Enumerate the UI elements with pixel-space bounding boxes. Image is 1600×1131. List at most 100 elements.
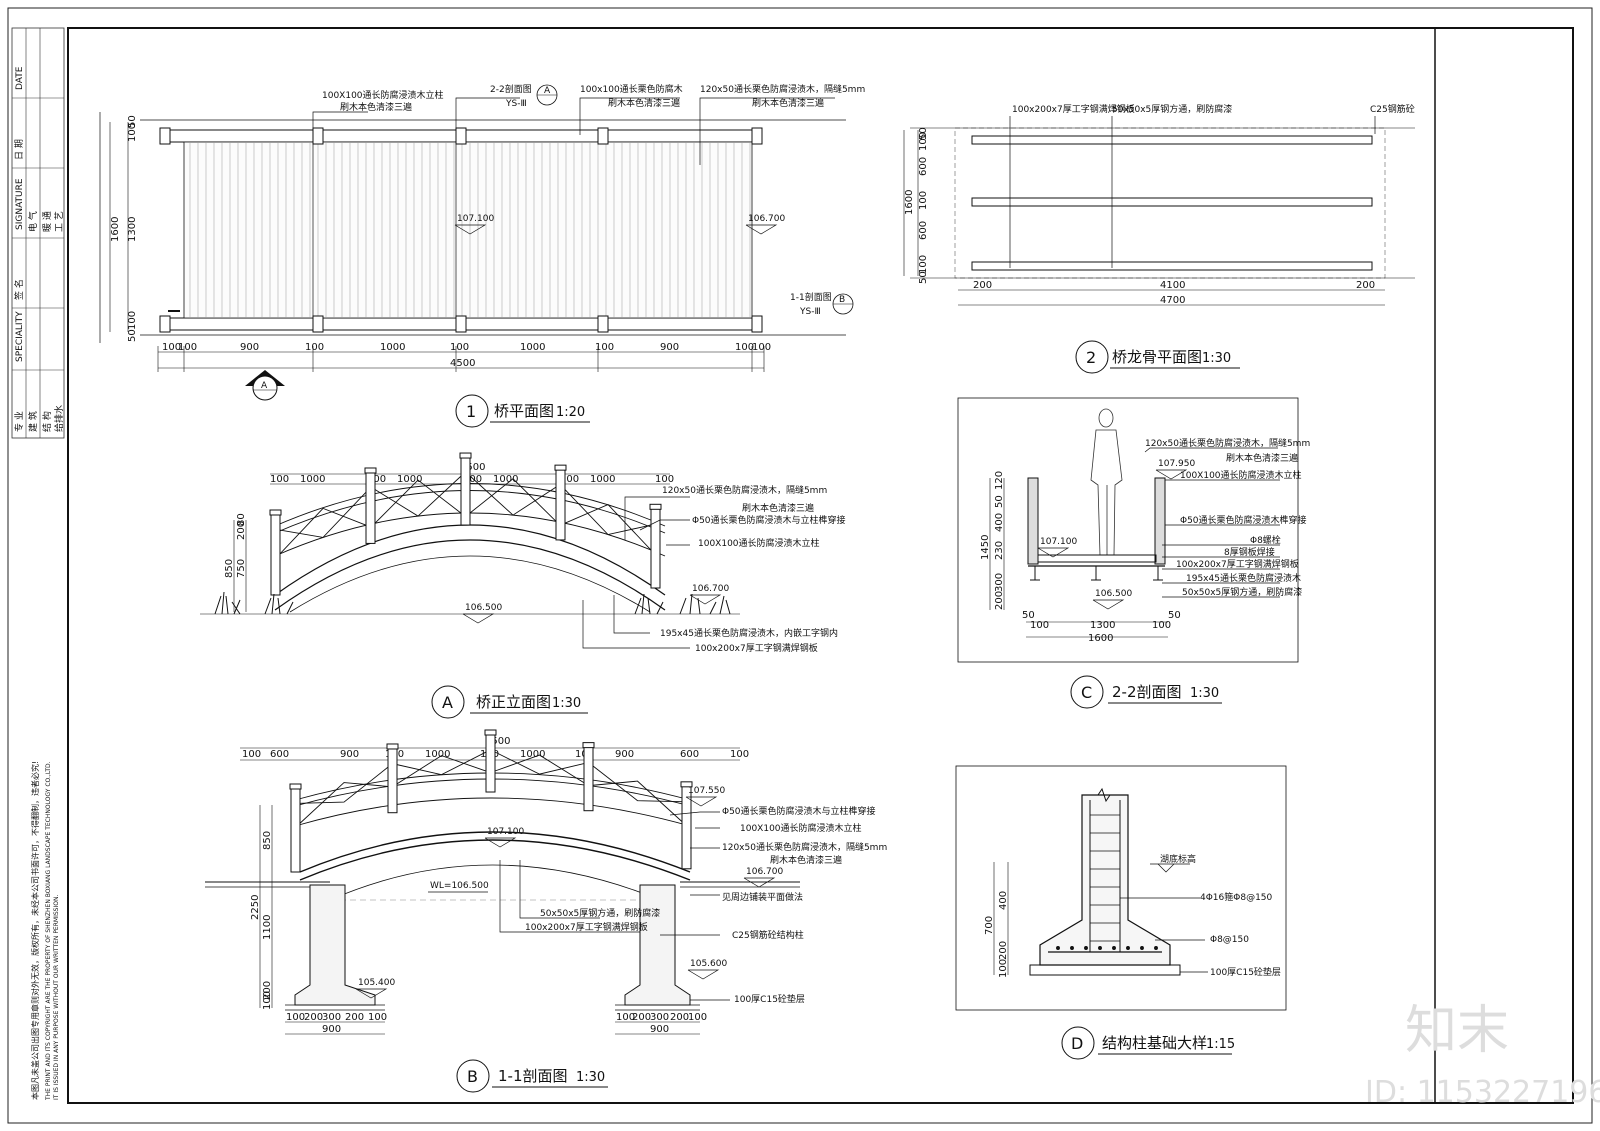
secB-dim-b3: 200: [345, 1012, 364, 1023]
secB-note-column: C25钢筋砼结构柱: [732, 929, 804, 941]
secC-dim-l4: 300: [994, 573, 1005, 592]
secB-note-ibeam: 100x200x7厚工字钢满焊钢板: [525, 921, 648, 933]
secC-note-plate: 8厚钢板焊接: [1224, 546, 1275, 558]
secB-dim-l3: 200: [262, 981, 273, 1000]
secB-dim-t1: 600: [270, 749, 289, 760]
plan2-dim-b2: 200: [1356, 280, 1375, 291]
secB-scale: 1:30: [576, 1070, 605, 1085]
secB-dim-total: 5500: [485, 736, 510, 747]
detD-title: 结构柱基础大样: [1102, 1034, 1207, 1052]
plan1-elev-1: 107.100: [457, 214, 494, 224]
tb-row-5: DATE: [15, 66, 25, 90]
plan2-dim-b1: 4100: [1160, 280, 1185, 291]
plan1-ys-b: YS-Ⅲ: [799, 307, 821, 317]
secC-dim-l5: 200: [994, 591, 1005, 610]
plan1-marker-a: A: [544, 86, 551, 96]
secB-note-deck: 120x50通长栗色防腐浸渍木，隔缝5mm: [722, 841, 887, 853]
plan1-dim-b6: 1000: [520, 342, 545, 353]
secB-dim-t10: 100: [730, 749, 749, 760]
secC-dim-b0: 50: [1022, 610, 1035, 621]
secC-title: 2-2剖面图: [1112, 683, 1182, 701]
secB-dim-b0: 100: [286, 1012, 305, 1023]
plan1-dim-b8: 900: [660, 342, 679, 353]
secB-dim-l1: 2250: [250, 895, 261, 920]
elevA-dim-t5: 1000: [493, 474, 518, 485]
elevA-dim-t3: 1000: [397, 474, 422, 485]
elevA-elev-1: 106.700: [692, 584, 729, 594]
elevA-dim-l2: 750: [236, 559, 247, 578]
tb-row-3: SIGNATURE: [15, 178, 25, 230]
plan1-dim-b3: 100: [305, 342, 324, 353]
tb-row-4: 日 期: [14, 139, 25, 160]
secC-note-bolt: Φ8螺栓: [1250, 534, 1281, 546]
view-b-section-1-1: 10060090010010001001000100900600100 5500…: [205, 729, 887, 1093]
secC-dim-b1: 100: [1030, 620, 1049, 631]
secB-note-cushion: 100厚C15砼垫层: [734, 993, 805, 1005]
secC-dim-l1: 50: [994, 495, 1005, 508]
tb-disc-2: 工 艺: [54, 211, 65, 232]
outer-frame: [7, 7, 1593, 1124]
elevA-dim-t7: 1000: [590, 474, 615, 485]
elevA-dim-t1: 1000: [300, 474, 325, 485]
view-c-section-2-2: 107.950 107.100 106.500 120x50通长栗色防腐浸渍木，…: [957, 397, 1310, 709]
title-block: 专 业 SPECIALITY 签 名 SIGNATURE 日 期 DATE 电 …: [11, 27, 65, 1101]
secB-dim-t8: 900: [615, 749, 634, 760]
plan1-dim-l3: 100: [127, 311, 138, 330]
plan2-dim-l2: 600: [918, 157, 929, 176]
elevA-dim-t2: 100: [367, 474, 386, 485]
tb-row-1: SPECIALITY: [15, 311, 25, 362]
plan1-elev-2: 106.700: [748, 214, 785, 224]
secB-elev-5: 105.400: [358, 978, 395, 988]
secC-scale: 1:30: [1190, 686, 1219, 701]
plan2-dim-l1: 100: [918, 132, 929, 151]
elevA-dim-t8: 100: [655, 474, 674, 485]
copyright-cn: 本图凡未盖公司出图专用章则对外无效，版权所有，未经本公司书面许可，不得翻制，违者…: [30, 761, 40, 1100]
elevA-dim-l1: 80: [236, 513, 247, 526]
detD-note-lakebed: 湖底标高: [1160, 853, 1196, 865]
view-d-foundation-detail: 湖底标高 4Φ16箍Φ8@150 Φ8@150 100厚C15砼垫层 400 7…: [955, 765, 1287, 1060]
detD-dim-l0: 400: [998, 891, 1009, 910]
tb-disc-1: 暖 通: [41, 211, 53, 232]
plan1-note-rail: 100x100通长栗色防腐木: [580, 83, 683, 95]
secB-note-post: 100X100通长防腐浸渍木立柱: [740, 822, 862, 834]
plan1-dim-total: 1600: [110, 217, 121, 242]
svg-text:100: 100: [616, 1012, 635, 1023]
svg-text:300: 300: [650, 1012, 669, 1023]
elevA-title: 桥正立面图: [476, 693, 551, 711]
secB-elev-3: 106.700: [746, 867, 783, 877]
svg-text:200: 200: [670, 1012, 689, 1023]
plan1-dim-l1: 50: [127, 115, 138, 128]
detD-dim-l1: 700: [984, 916, 995, 935]
detD-note-rebar: 4Φ16箍Φ8@150: [1200, 891, 1273, 903]
plan1-note-rail-2: 刷木本色清漆三遍: [608, 97, 680, 109]
plan2-scale: 1:30: [1202, 351, 1231, 366]
elevA-note-ibeam: 100x200x7厚工字钢满焊钢板: [695, 642, 818, 654]
elevA-dim-total: 4500: [460, 462, 485, 473]
plan1-dim-b1: 100: [178, 342, 197, 353]
plan1-title: 桥平面图: [494, 402, 554, 420]
plan1-dim-l4: 50: [127, 329, 138, 342]
secC-note-handrail: Φ50通长栗色防腐浸渍木榫穿接: [1180, 514, 1307, 526]
plan1-dim-b10: 100: [752, 342, 771, 353]
plan1-dim-b7: 100: [595, 342, 614, 353]
secC-dim-b4: 50: [1168, 610, 1181, 621]
plan1-dim-total-bottom: 4500: [450, 358, 475, 369]
plan1-marker-b: B: [839, 295, 845, 305]
secB-num: B: [467, 1067, 478, 1086]
elevA-note-beam: 195x45通长栗色防腐浸渍木，内嵌工字钢内: [660, 627, 838, 639]
secC-note-timber: 195x45通长栗色防腐浸渍木: [1186, 572, 1301, 584]
svg-text:200: 200: [632, 1012, 651, 1023]
copyright-en-1: THE PRINT AND ITS COPYRIGHT ARE THE PROP…: [45, 761, 52, 1101]
secC-dim-l2: 400: [994, 513, 1005, 532]
elevA-num: A: [442, 693, 453, 712]
view-1-bridge-plan: 100X100通长防腐浸渍木立柱 刷木本色清漆三遍 2-2剖面图 YS-Ⅲ A …: [99, 83, 865, 428]
svg-text:100: 100: [688, 1012, 707, 1023]
secB-elev-1: 107.550: [688, 786, 725, 796]
secB-title: 1-1剖面图: [498, 1067, 568, 1085]
secB-dim-t2: 900: [340, 749, 359, 760]
detD-num: D: [1071, 1034, 1083, 1053]
plan2-dim-l0: 50: [918, 127, 929, 140]
elevA-note-handrail: Φ50通长栗色防腐浸渍木与立柱榫穿接: [692, 514, 846, 526]
secB-dim-l4: 100: [262, 991, 273, 1010]
elevA-dim-t0: 100: [270, 474, 289, 485]
